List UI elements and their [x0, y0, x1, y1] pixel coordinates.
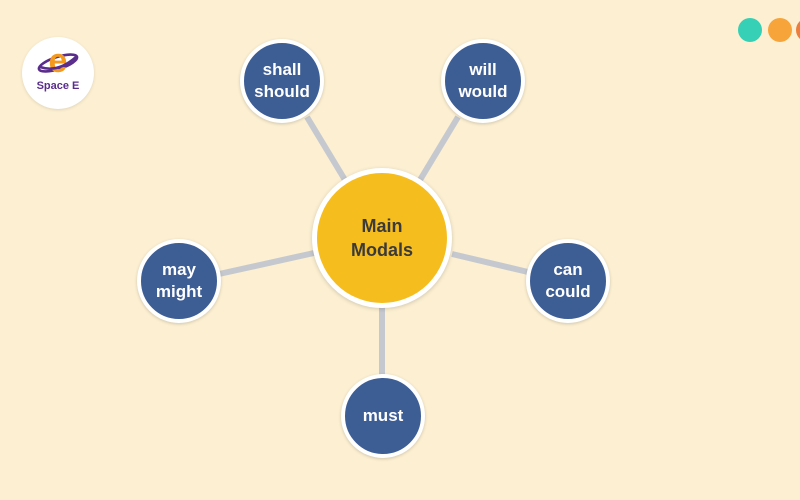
connector-will: [417, 115, 461, 182]
teal-dot-icon: [738, 18, 762, 42]
node-label-line: may: [161, 260, 197, 279]
brand-name: Space E: [36, 80, 80, 92]
node-will-would: will would: [441, 39, 525, 123]
node-label-line: should: [254, 82, 310, 101]
decorative-dots: [738, 18, 800, 42]
node-label-line: might: [155, 282, 203, 301]
space-e-logo: e Space E: [22, 37, 94, 109]
node-label-line: will: [469, 60, 497, 79]
connector-shall: [304, 115, 348, 182]
dark-orange-dot-icon: [796, 18, 800, 42]
node-label-line: could: [545, 282, 591, 301]
center-label-line-1: Main: [361, 216, 403, 236]
node-shall-should: shall should: [240, 39, 324, 123]
connector-can: [451, 251, 529, 275]
node-label-line: shall: [262, 60, 302, 79]
center-label-line-2: Modals: [350, 240, 413, 260]
connector-may: [218, 250, 315, 277]
node-must: must: [341, 374, 425, 458]
orange-dot-icon: [768, 18, 792, 42]
svg-text:e: e: [49, 43, 68, 79]
node-may-might: may might: [137, 239, 221, 323]
planet-e-logo-icon: e: [37, 43, 79, 79]
node-label-line: would: [458, 82, 508, 101]
node-can-could: can could: [526, 239, 610, 323]
node-label-line: can: [553, 260, 583, 279]
main-modals-node: Main Modals: [312, 168, 452, 308]
node-label-line: must: [362, 406, 404, 425]
